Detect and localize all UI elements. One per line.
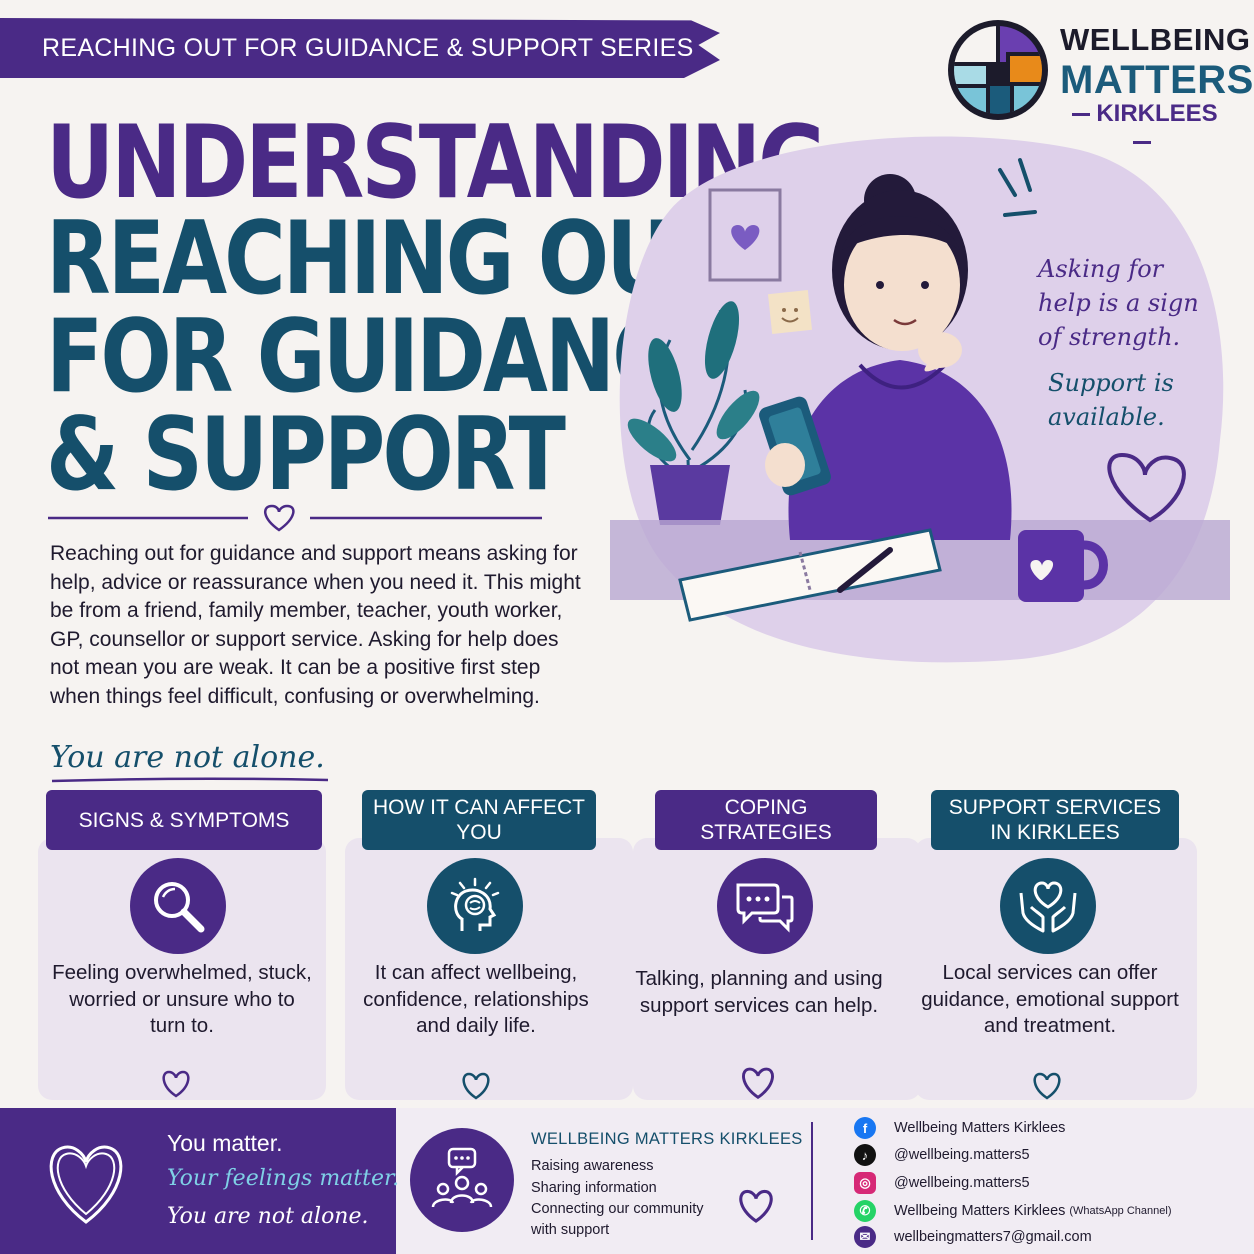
wellbeing-matters-logo: WELLBEING MATTERS KIRKLEES	[946, 18, 1253, 128]
card-heart-icon	[162, 1070, 190, 1098]
not-alone-footer-text: You are not alone.	[167, 1204, 369, 1229]
instagram-icon: ◎	[854, 1172, 876, 1194]
social-tiktok[interactable]: ♪ @wellbeing.matters5	[854, 1144, 1030, 1166]
heading-divider	[48, 504, 542, 532]
org-line: Sharing information	[531, 1180, 657, 1196]
logo-text-matters: MATTERS	[1060, 58, 1254, 102]
card-label-coping-strategies: COPING STRATEGIES	[655, 790, 877, 850]
person-with-phone-illustration	[610, 136, 1230, 663]
footer-small-heart-icon	[739, 1189, 773, 1223]
social-instagram[interactable]: ◎ @wellbeing.matters5	[854, 1172, 1030, 1194]
social-facebook-text: Wellbeing Matters Kirklees	[894, 1120, 1066, 1136]
footer-heart-icon	[49, 1145, 123, 1224]
card-text-how-it-affects: It can affect wellbeing, confidence, rel…	[363, 961, 589, 1037]
org-line: Raising awareness	[531, 1158, 654, 1174]
social-facebook[interactable]: f Wellbeing Matters Kirklees	[854, 1117, 1065, 1139]
community-chat-icon	[410, 1128, 514, 1232]
not-alone-text: You are not alone.	[50, 740, 325, 775]
social-email-text: wellbeingmatters7@gmail.com	[894, 1229, 1092, 1245]
heading-line-3: FOR GUIDANCE	[46, 297, 728, 416]
social-email[interactable]: ✉ wellbeingmatters7@gmail.com	[854, 1226, 1092, 1248]
hands-heart-icon	[1000, 858, 1096, 954]
series-banner-text: REACHING OUT FOR GUIDANCE & SUPPORT SERI…	[42, 33, 694, 62]
feelings-matter-text: Your feelings matter.	[167, 1166, 400, 1191]
heading-line-2: REACHING OUT	[46, 199, 729, 318]
logo-mark-icon	[948, 20, 1048, 120]
card-text-signs-symptoms: Feeling overwhelmed, stuck, worried or u…	[52, 961, 312, 1037]
card-heart-icon	[1033, 1072, 1061, 1100]
footer-affirmation-panel	[0, 1108, 396, 1254]
intro-paragraph: Reaching out for guidance and support me…	[50, 542, 581, 708]
card-text-coping-strategies: Talking, planning and using support serv…	[635, 967, 883, 1017]
quote-strength: Asking for help is a sign of strength.	[1038, 255, 1199, 351]
social-whatsapp-text: Wellbeing Matters Kirklees	[894, 1203, 1066, 1219]
email-icon: ✉	[854, 1226, 876, 1248]
you-matter-text: You matter.	[167, 1130, 283, 1156]
frame-heart-icon	[731, 225, 760, 250]
tiktok-icon: ♪	[854, 1144, 876, 1166]
divider-heart-icon	[264, 504, 295, 532]
card-text-support-services: Local services can offer guidance, emoti…	[921, 961, 1179, 1037]
org-line: with support	[531, 1222, 610, 1238]
card-heart-icon	[462, 1072, 490, 1100]
org-line: Connecting our community	[531, 1201, 704, 1217]
whatsapp-icon: ✆	[854, 1200, 876, 1222]
social-whatsapp[interactable]: ✆ Wellbeing Matters Kirklees (WhatsApp C…	[854, 1200, 1172, 1222]
not-alone-underline	[51, 777, 329, 783]
facebook-icon: f	[854, 1117, 876, 1139]
speech-bubbles-icon	[717, 858, 813, 954]
quote-support-available: Support is available.	[1048, 369, 1174, 431]
logo-text-wellbeing: WELLBEING	[1060, 22, 1251, 57]
card-heart-icon	[742, 1067, 774, 1100]
card-label-how-it-affects: HOW IT CAN AFFECT YOU	[362, 790, 596, 850]
social-whatsapp-note: (WhatsApp Channel)	[1069, 1205, 1172, 1217]
heading-line-4: & SUPPORT	[46, 395, 566, 514]
logo-text-kirklees: KIRKLEES	[1060, 100, 1224, 156]
series-banner: REACHING OUT FOR GUIDANCE & SUPPORT SERI…	[0, 18, 720, 78]
doodle-heart-icon	[1107, 452, 1186, 523]
magnifying-glass-icon	[130, 858, 226, 954]
card-label-signs-symptoms: SIGNS & SYMPTOMS	[46, 790, 322, 850]
footer-divider	[811, 1122, 813, 1240]
org-title: WELLBEING MATTERS KIRKLEES	[531, 1130, 803, 1148]
social-tiktok-text: @wellbeing.matters5	[894, 1147, 1030, 1163]
card-label-support-services: SUPPORT SERVICES IN KIRKLEES	[931, 790, 1179, 850]
social-instagram-text: @wellbeing.matters5	[894, 1175, 1030, 1191]
head-brain-icon	[427, 858, 523, 954]
mug-heart-icon	[1030, 560, 1054, 580]
